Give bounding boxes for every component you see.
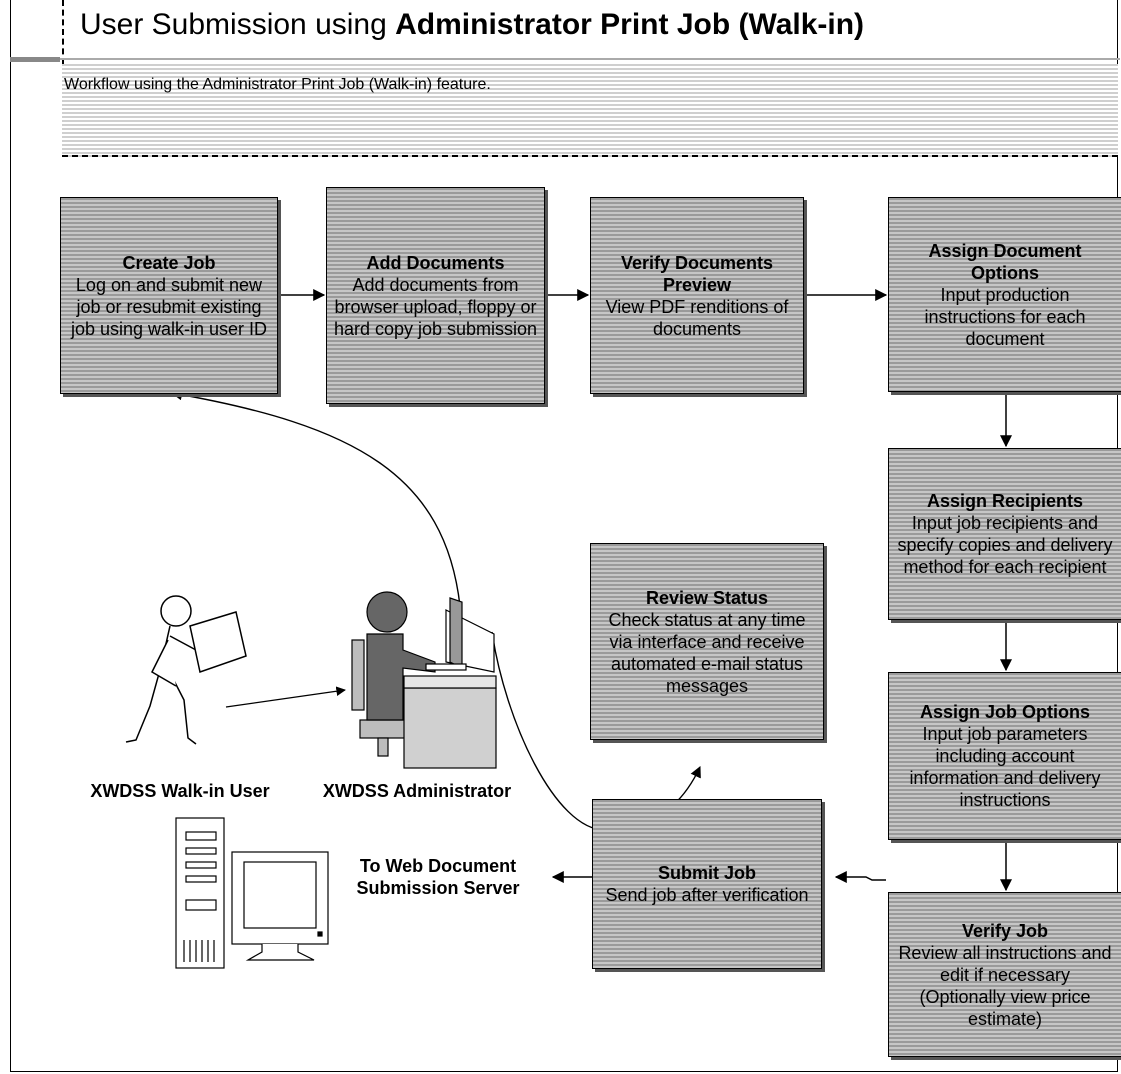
step-title: Verify Job <box>961 920 1049 941</box>
title-bold: Administrator Print Job (Walk-in) <box>395 8 865 41</box>
walkin-user-label: XWDSS Walk-in User <box>90 781 270 801</box>
description-banner: Workflow using the Administrator Print J… <box>62 64 1118 157</box>
step-assign-recipients: Assign Recipients Input job recipients a… <box>888 448 1121 620</box>
title-prefix: User Submission using <box>80 8 396 41</box>
title-rule-line <box>60 58 1120 60</box>
step-assign-job-options: Assign Job Options Input job parameters … <box>888 672 1121 840</box>
arrow-verify-to-submit <box>834 871 886 883</box>
server-label: To Web Document Submission Server <box>356 856 520 898</box>
administrator-workstation-icon <box>351 591 497 769</box>
title-rule <box>10 57 60 62</box>
title-marker <box>62 0 64 64</box>
step-description: Add documents from browser upload, flopp… <box>333 274 538 339</box>
description-text: Workflow using the Administrator Print J… <box>64 76 491 93</box>
walk-in-user-icon <box>125 595 247 745</box>
page-title: User Submission using Administrator Prin… <box>80 8 864 42</box>
step-verify-documents-preview: Verify Documents Preview View PDF rendit… <box>590 197 804 394</box>
step-submit-job: Submit Job Send job after verification <box>592 799 822 969</box>
administrator-label: XWDSS Administrator <box>322 781 512 801</box>
step-description: Send job after verification <box>605 885 809 905</box>
step-description: Review all instructions and edit if nece… <box>898 942 1112 1029</box>
step-title: Assign Job Options <box>919 702 1090 722</box>
step-description: View PDF renditions of documents <box>605 296 789 339</box>
step-title: Review Status <box>645 587 769 608</box>
step-title: Verify Documents Preview <box>620 252 774 295</box>
step-description: Check status at any time via interface a… <box>608 609 806 696</box>
step-review-status: Review Status Check status at any time v… <box>590 543 824 740</box>
step-description: Log on and submit new job or resubmit ex… <box>70 274 268 339</box>
step-title: Assign Recipients <box>926 491 1084 511</box>
step-add-documents: Add Documents Add documents from browser… <box>326 187 545 404</box>
step-description: Input job parameters including account i… <box>909 724 1101 810</box>
step-title: Add Documents <box>366 252 505 273</box>
step-title: Create Job <box>122 252 216 273</box>
step-title: Assign Document Options <box>928 240 1082 283</box>
server-computer-icon <box>175 817 329 969</box>
step-verify-job: Verify Job Review all instructions and e… <box>888 892 1121 1057</box>
step-create-job: Create Job Log on and submit new job or … <box>60 197 278 394</box>
arrow-admin-to-create <box>170 389 461 607</box>
step-title: Submit Job <box>658 863 756 883</box>
arrow-user-to-admin <box>225 686 346 708</box>
step-assign-document-options: Assign Document Options Input production… <box>888 197 1121 392</box>
step-description: Input production instructions for each d… <box>924 284 1086 349</box>
step-description: Input job recipients and specify copies … <box>897 513 1113 577</box>
